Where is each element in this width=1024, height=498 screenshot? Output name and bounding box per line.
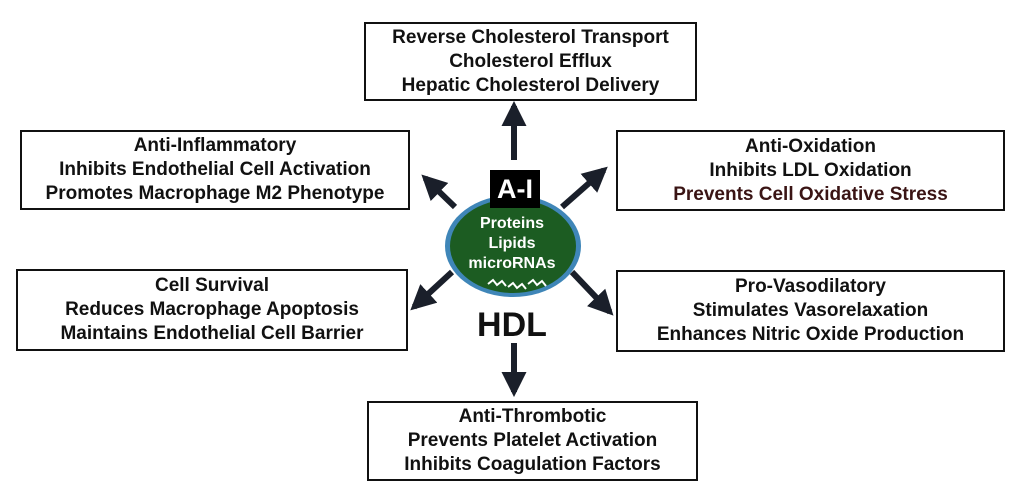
- hdl-label: HDL: [477, 306, 547, 344]
- box-line: Prevents Cell Oxidative Stress: [673, 183, 948, 205]
- box-line: Reduces Macrophage Apoptosis: [65, 299, 359, 320]
- box-line: Promotes Macrophage M2 Phenotype: [45, 183, 385, 204]
- box-cell-survival: Cell Survival Reduces Macrophage Apoptos…: [16, 269, 408, 351]
- apolipoprotein-a1-label: A-I: [490, 170, 540, 208]
- box-line: Stimulates Vasorelaxation: [692, 300, 929, 321]
- box-line: Prevents Platelet Activation: [407, 430, 658, 451]
- box-line: Cholesterol Efflux: [449, 50, 612, 72]
- arrow-upper-left: [421, 174, 458, 210]
- box-title: Anti-Oxidation: [745, 135, 876, 157]
- box-line: Inhibits Coagulation Factors: [404, 454, 661, 475]
- box-anti-inflammatory: Anti-Inflammatory Inhibits Endothelial C…: [20, 130, 410, 210]
- box-title: Cell Survival: [154, 275, 270, 296]
- arrow-lower-right: [569, 269, 614, 316]
- hdl-content-lipids: Lipids: [488, 235, 536, 252]
- box-line: Inhibits Endothelial Cell Activation: [59, 159, 371, 180]
- microrna-squiggles: [487, 278, 547, 290]
- arrow-upper-right: [560, 166, 608, 210]
- box-title: Anti-Inflammatory: [133, 135, 297, 156]
- arrow-lower-left: [410, 269, 455, 311]
- hdl-content-micrornas: microRNAs: [468, 255, 556, 272]
- box-line: Maintains Endothelial Cell Barrier: [60, 323, 364, 344]
- box-title: Reverse Cholesterol Transport: [392, 26, 669, 48]
- box-pro-vasodilatory: Pro-Vasodilatory Stimulates Vasorelaxati…: [616, 270, 1005, 352]
- box-title: Anti-Thrombotic: [458, 406, 607, 427]
- hdl-particle: [445, 195, 581, 297]
- hdl-content-proteins: Proteins: [479, 215, 544, 232]
- box-anti-oxidation: Anti-Oxidation Inhibits LDL Oxidation Pr…: [616, 130, 1005, 211]
- box-title: Pro-Vasodilatory: [735, 276, 886, 297]
- box-line: Inhibits LDL Oxidation: [709, 159, 912, 181]
- particle-core: [450, 199, 576, 293]
- box-line: Hepatic Cholesterol Delivery: [401, 74, 660, 96]
- box-reverse-cholesterol-transport: Reverse Cholesterol Transport Cholestero…: [364, 22, 697, 101]
- box-anti-thrombotic: Anti-Thrombotic Prevents Platelet Activa…: [367, 401, 698, 481]
- box-line: Enhances Nitric Oxide Production: [656, 324, 965, 345]
